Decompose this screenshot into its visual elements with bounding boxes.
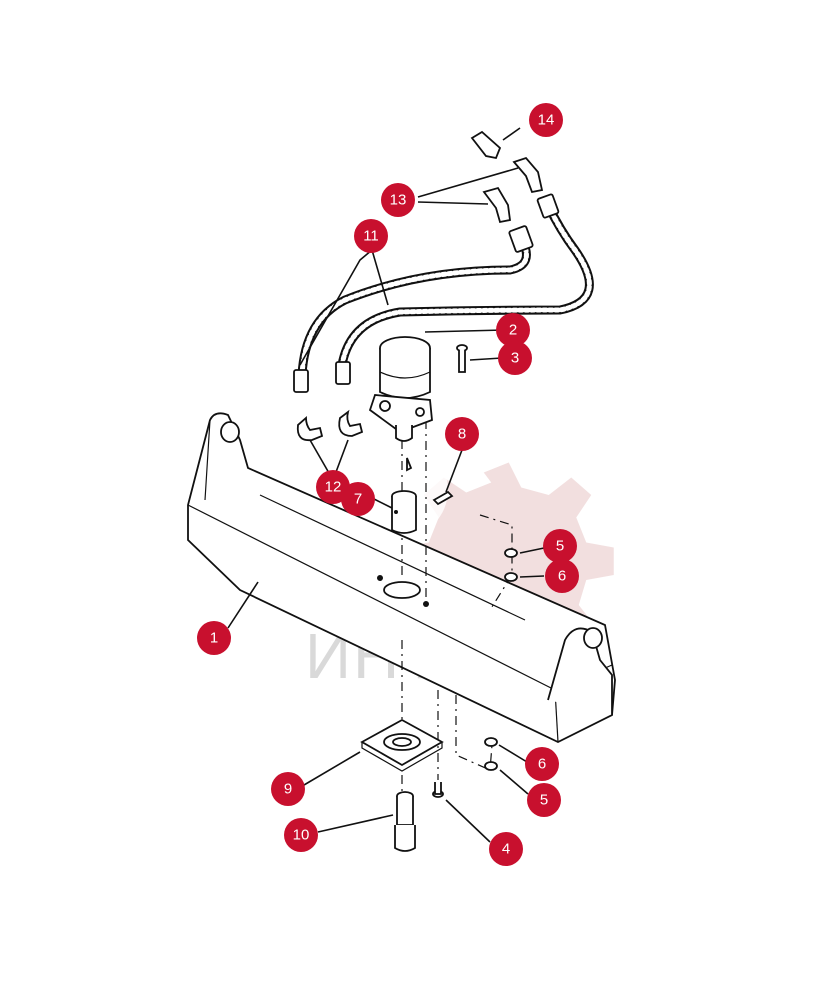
- svg-text:5: 5: [556, 538, 564, 555]
- svg-text:9: 9: [284, 781, 292, 798]
- svg-text:10: 10: [293, 827, 310, 844]
- svg-text:11: 11: [363, 228, 379, 245]
- svg-text:1: 1: [210, 630, 218, 647]
- elbow-fittings: [296, 409, 364, 442]
- bolt-3: [456, 344, 468, 373]
- callout-9: 9: [271, 772, 305, 806]
- svg-text:6: 6: [538, 756, 546, 773]
- washers: [484, 548, 518, 771]
- upper-fittings: [470, 130, 544, 224]
- svg-text:4: 4: [502, 841, 510, 858]
- callout-3: 3: [498, 341, 532, 375]
- alignment-lines: [401, 160, 521, 795]
- shaft-10: [394, 791, 416, 852]
- svg-text:3: 3: [511, 350, 519, 367]
- bolt-4: [432, 782, 444, 798]
- callout-10: 10: [284, 818, 318, 852]
- callout-6-top: 6: [545, 559, 579, 593]
- callout-6-bottom: 6: [525, 747, 559, 781]
- frame-assembly: [187, 412, 616, 744]
- svg-text:6: 6: [558, 568, 566, 585]
- svg-text:12: 12: [325, 479, 342, 496]
- callout-4: 4: [489, 832, 523, 866]
- leader-lines: [227, 127, 545, 843]
- hydraulic-motor: [368, 336, 433, 442]
- svg-text:2: 2: [509, 322, 517, 339]
- callout-11: 11: [354, 219, 388, 253]
- callout-8: 8: [445, 417, 479, 451]
- callout-12: 12: [316, 470, 350, 504]
- callout-14: 14: [529, 103, 563, 137]
- svg-text:14: 14: [538, 112, 555, 129]
- callout-5-bottom: 5: [527, 783, 561, 817]
- callouts: 1 2 3 4 5 5 6 6 7 8 9 10 11 12 13 14: [197, 103, 579, 866]
- callout-13: 13: [381, 183, 415, 217]
- hydraulic-hoses: [293, 193, 594, 393]
- bearing-flange-9: [360, 718, 444, 772]
- callout-2: 2: [496, 313, 530, 347]
- svg-text:5: 5: [540, 792, 548, 809]
- key-8: [406, 457, 454, 506]
- svg-text:7: 7: [354, 491, 362, 508]
- callout-5-top: 5: [543, 529, 577, 563]
- svg-text:13: 13: [390, 192, 407, 209]
- svg-text:8: 8: [458, 426, 466, 443]
- callout-1: 1: [197, 621, 231, 655]
- coupling-7: [391, 490, 417, 534]
